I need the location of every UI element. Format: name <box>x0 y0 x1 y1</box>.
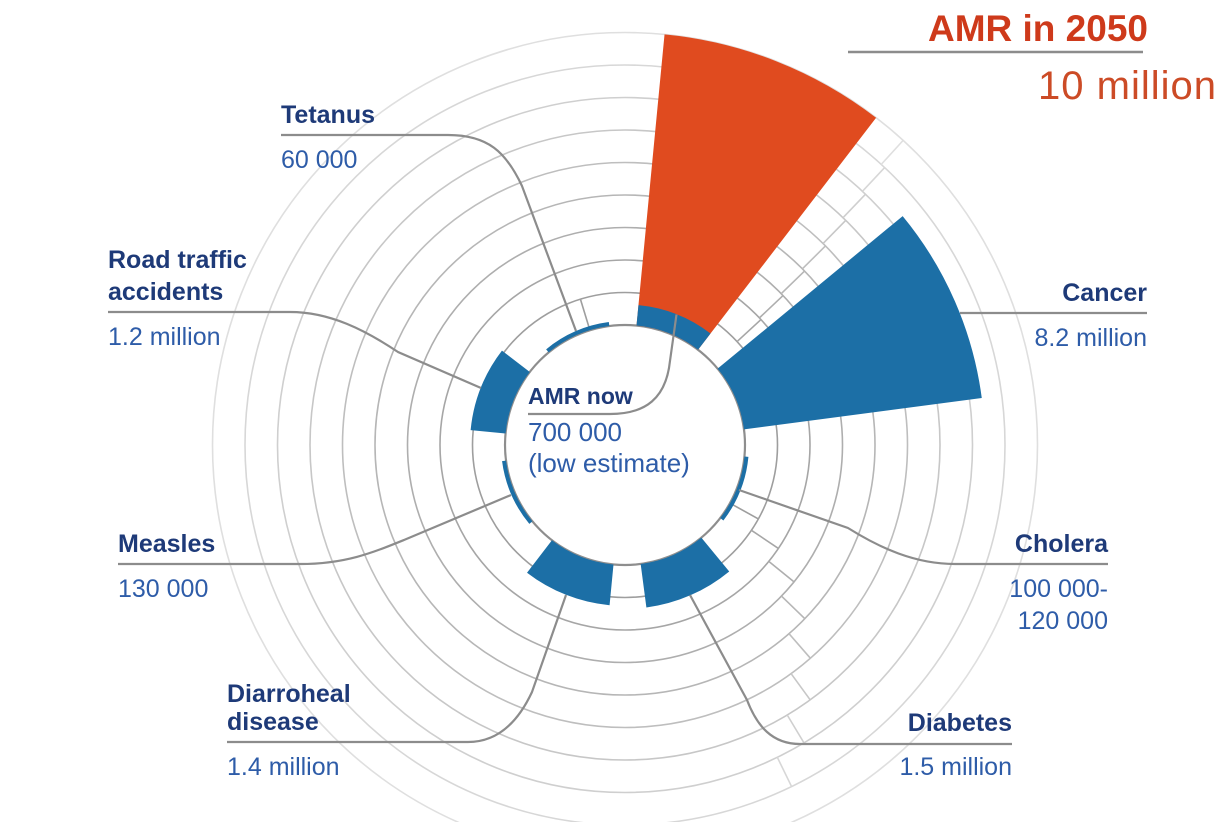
label-diarroheal-disease: Diarroheal disease 1.4 million <box>227 680 351 781</box>
wedge-amr-now <box>636 305 711 350</box>
gridline-ring <box>471 291 779 599</box>
grid-step <box>842 193 867 219</box>
grid-step <box>786 714 805 744</box>
cause-value: 130 000 <box>118 575 208 603</box>
gridline-ring <box>276 96 974 794</box>
grid-step-segments <box>579 139 904 787</box>
label-amr-2050: AMR in 2050 10 million <box>928 8 1217 108</box>
connector-roadtraffic <box>108 310 482 390</box>
grid-step <box>788 633 811 659</box>
cause-value: 100 000- <box>1009 575 1108 603</box>
wedge-diabetes <box>640 537 730 608</box>
grid-step <box>750 529 779 550</box>
label-diabetes: Diabetes 1.5 million <box>899 709 1012 781</box>
wedge-cholera <box>720 456 749 521</box>
grid-step <box>768 560 795 583</box>
gridline-ring <box>341 161 909 729</box>
connector-diabetes <box>689 594 1012 746</box>
gridline-ring <box>211 31 1039 822</box>
grid-step <box>736 318 762 343</box>
cause-value: 8.2 million <box>1034 324 1147 352</box>
label-road-traffic-accidents: Road traffic accidents 1.2 million <box>108 246 247 351</box>
gridline-ring <box>244 64 1006 822</box>
cause-name: Diarroheal <box>227 680 351 708</box>
wedge-tetanus <box>546 322 610 353</box>
wedge-diarroheal <box>527 540 614 606</box>
label-connector-lines <box>108 50 1147 746</box>
connector-measles <box>118 493 512 566</box>
cause-value: 1.5 million <box>899 753 1012 781</box>
cause-name: disease <box>227 708 319 736</box>
chart-title: AMR in 2050 <box>928 8 1148 49</box>
wedge-cancer <box>717 216 982 430</box>
grid-step <box>822 219 847 245</box>
cause-name: Cholera <box>1015 530 1109 558</box>
grid-step <box>758 294 784 319</box>
cause-value: 1.2 million <box>108 323 221 351</box>
connector-cholera <box>738 488 1108 566</box>
grid-step <box>880 139 904 165</box>
cause-value: 60 000 <box>281 146 357 174</box>
grid-step <box>801 245 827 270</box>
label-cholera: Cholera 100 000- 120 000 <box>1009 530 1109 635</box>
cause-name: Measles <box>118 530 215 558</box>
center-name: AMR now <box>528 383 633 409</box>
chart-title-value: 10 million <box>1038 64 1217 108</box>
grid-step <box>780 595 806 620</box>
label-amr-now: AMR now 700 000 (low estimate) <box>528 383 690 478</box>
gridline-ring <box>503 323 747 567</box>
wedge-measles <box>502 460 533 524</box>
label-tetanus: Tetanus 60 000 <box>281 101 375 174</box>
connector-tetanus <box>281 133 578 332</box>
gridlines <box>211 31 1039 822</box>
gridline-ring <box>309 129 941 761</box>
grid-step <box>776 756 793 787</box>
label-measles: Measles 130 000 <box>118 530 215 603</box>
cause-wedges <box>470 34 982 608</box>
grid-step <box>579 298 591 331</box>
grid-step <box>780 270 806 295</box>
center-note: (low estimate) <box>528 448 690 478</box>
grid-step <box>790 673 811 701</box>
gridline-ring <box>406 226 844 664</box>
cause-value: 1.4 million <box>227 753 340 781</box>
cause-name: Cancer <box>1062 279 1147 307</box>
grid-step <box>861 166 886 192</box>
cause-name: Tetanus <box>281 101 375 129</box>
wedge-roadtraffic <box>470 350 530 434</box>
cause-name: Diabetes <box>908 709 1012 737</box>
wedge-amr2050 <box>636 34 877 350</box>
label-cancer: Cancer 8.2 million <box>1034 279 1147 352</box>
connector-amrnow <box>528 314 678 416</box>
cause-value: 120 000 <box>1018 607 1108 635</box>
gridline-ring <box>374 194 876 696</box>
connector-diarroheal <box>227 594 568 744</box>
center-value: 700 000 <box>528 417 622 447</box>
gridline-ring <box>439 259 811 631</box>
grid-step <box>729 502 759 520</box>
cause-name: accidents <box>108 278 223 306</box>
cause-name: Road traffic <box>108 246 247 274</box>
